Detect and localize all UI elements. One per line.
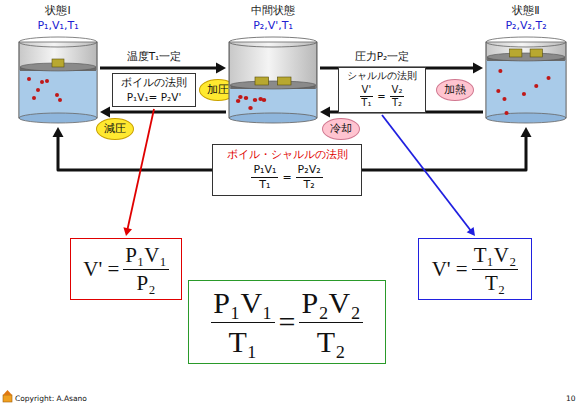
action-callout: 減圧 [96,118,134,140]
formula-text: 加熱 [444,83,466,97]
numerator: T₁V₂ [472,242,519,269]
formula-text: = [377,91,385,104]
arrow-head [100,107,110,118]
state-variables: P₁,V₁,T₁ [37,18,78,33]
numerator: P₁V₁ [251,163,278,178]
denominator: T₂ [304,178,315,192]
state-cylinder: 中間状態P₂,V',T₁ [228,36,318,124]
action-callout: 加熱 [436,79,474,101]
connector-arrow [100,107,226,118]
numerator: P₂V₂ [299,284,362,323]
law-box: ボイルの法則 P₁V₁= P₂V' [112,73,196,107]
arrow-head [53,127,64,137]
denominator: P₂ [137,270,156,296]
formula-text: 減圧 [104,122,126,136]
action-callout: 冷却 [322,118,360,140]
copyright-note: Copyright: A.Asano [15,394,87,403]
state-cylinder: 状態ⅡP₂,V₂,T₂ [485,36,567,124]
state-title: 状態Ⅱ [512,3,539,18]
arrow-head [123,227,132,236]
denominator: T₂ [317,323,346,361]
arrow-head [473,63,483,74]
numerator: P₁V₁ [123,242,169,269]
state-title: 中間状態 [251,3,295,18]
denominator: T₁ [259,178,270,192]
state-variables: P₂,V₂,T₂ [505,18,546,33]
denominator: T₁ [361,97,371,110]
arrow-head [521,127,532,137]
fraction: P₂V₂T₂ [296,163,323,192]
denominator: T₂ [392,97,402,110]
arrow-head [216,63,226,74]
formula-text: P₁V₁= P₂V' [127,91,182,104]
fraction: P₁V₁T₁ [211,284,274,360]
fraction: P₁V₁T₁ [251,163,278,192]
result-box: V' =T₁V₂T₂ [418,238,532,300]
numerator: V₂ [390,84,405,98]
denominator: T₁ [228,323,257,361]
numerator: P₁V₁ [211,284,274,323]
denominator: T₂ [485,270,505,296]
result-box: P₁V₁T₁=P₂V₂T₂ [188,280,386,364]
page-number: 10 [566,394,576,403]
condition-label: 温度T₁一定 [127,50,182,64]
formula-text: = [282,171,291,185]
formula-text: V' = [83,256,119,282]
state-title: 状態Ⅰ [45,3,70,18]
formula-text: シャルルの法則 [347,70,417,83]
connector-arrow [382,115,475,236]
formula-text: ボイル・シャルルの法則 [227,148,348,162]
condition-label: 圧力P₂一定 [355,50,410,64]
fraction: V₂T₂ [390,84,405,110]
connector-arrow [100,63,226,74]
state-variables: P₂,V',T₁ [253,18,293,33]
result-box: V' =P₁V₁P₂ [70,238,182,300]
fraction: T₁V₂T₂ [472,242,519,296]
fraction: P₁V₁P₂ [123,242,169,296]
formula-text: 加圧 [207,83,229,97]
formula-text: 冷却 [330,122,352,136]
arrow-head [320,107,330,118]
fraction: P₂V₂T₂ [299,284,362,360]
arrow-head [467,227,475,236]
formula-text: ボイルの法則 [121,76,187,89]
law-box: シャルルの法則V'T₁=V₂T₂ [338,67,426,113]
numerator: V' [360,84,374,98]
state-cylinder: 状態ⅠP₁,V₁,T₁ [18,36,98,124]
formula-text: = [279,303,296,341]
fraction: V'T₁ [360,84,374,110]
formula-text: V' = [432,256,468,282]
numerator: P₂V₂ [296,163,323,178]
law-box: ボイル・シャルルの法則P₁V₁T₁ = P₂V₂T₂ [212,144,362,196]
